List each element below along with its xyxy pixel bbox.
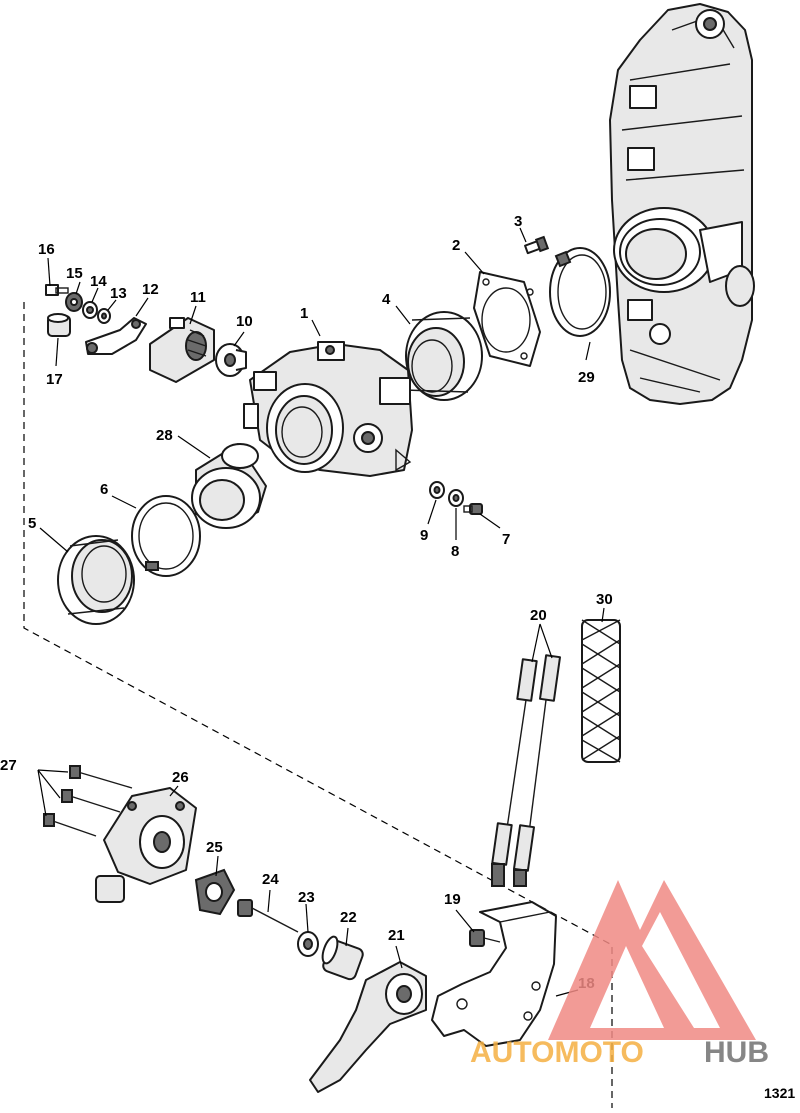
callout-17: 17 — [46, 371, 63, 388]
watermark-triangle-icon — [548, 880, 756, 1040]
part-20-hoses — [491, 654, 561, 887]
part-24-bolt — [237, 899, 299, 933]
part-30-mesh-sleeve — [581, 619, 621, 763]
callout-24: 24 — [262, 871, 279, 888]
callout-15: 15 — [66, 265, 83, 282]
callout-21: 21 — [388, 927, 405, 944]
callout-11: 11 — [190, 289, 206, 306]
callout-7: 7 — [502, 531, 510, 548]
part-1-throttle-body — [243, 341, 413, 477]
part-8-washer — [448, 489, 464, 507]
watermark-text-hub: HUB — [704, 1036, 769, 1069]
callout-13: 13 — [110, 285, 127, 302]
callout-23: 23 — [298, 889, 315, 906]
part-29-clamp — [549, 247, 611, 337]
part-7-screw — [463, 503, 483, 515]
callout-10: 10 — [236, 313, 253, 330]
part-19-bolt — [469, 929, 501, 947]
part-26-actuator — [95, 787, 197, 903]
callout-26: 26 — [172, 769, 189, 786]
callout-8: 8 — [451, 543, 459, 560]
callout-1: 1 — [300, 305, 308, 322]
callout-22: 22 — [340, 909, 357, 926]
callout-27: 27 — [0, 757, 17, 774]
callout-20: 20 — [530, 607, 547, 624]
part-9-washer — [429, 481, 445, 499]
part-5-sleeve — [57, 535, 135, 625]
part-12-lever — [85, 317, 147, 355]
part-15-nut — [65, 292, 83, 312]
leader-lines — [37, 227, 605, 997]
part-10-bushing — [215, 343, 247, 377]
callout-9: 9 — [420, 527, 428, 544]
part-21-throttle-arm — [309, 961, 427, 1093]
callout-12: 12 — [142, 281, 159, 298]
assembly-dashed-lines — [23, 302, 613, 1108]
part-2-gasket — [473, 271, 541, 367]
callout-4: 4 — [382, 291, 391, 308]
figure-number: 1321 — [764, 1085, 795, 1101]
part-13-washer — [97, 308, 111, 324]
part-28-cone — [191, 443, 267, 529]
part-22-spacer — [321, 935, 364, 981]
callout-30: 30 — [596, 591, 613, 608]
watermark-text-automoto: AUTOMOTO — [470, 1036, 644, 1069]
callout-5: 5 — [28, 515, 36, 532]
part-18-bracket — [431, 901, 557, 1047]
part-16-screw — [45, 284, 69, 296]
callout-29: 29 — [578, 369, 595, 386]
part-6-clamp — [131, 495, 201, 577]
part-25-clip — [194, 868, 236, 916]
callout-3: 3 — [514, 213, 522, 230]
callout-6: 6 — [100, 481, 108, 498]
callout-16: 16 — [38, 241, 55, 258]
callout-28: 28 — [156, 427, 173, 444]
callout-19: 19 — [444, 891, 461, 908]
part-4-sleeve — [403, 311, 483, 401]
part-3-screw — [524, 235, 550, 255]
watermark-logo — [548, 880, 756, 1040]
callout-14: 14 — [90, 273, 107, 290]
part-11-linkage — [149, 317, 215, 383]
callout-2: 2 — [452, 237, 460, 254]
part-17-spacer — [47, 313, 71, 337]
part-14-washer — [82, 301, 98, 319]
callout-25: 25 — [206, 839, 223, 856]
part-23-washer — [297, 931, 319, 957]
part-27-screws — [43, 765, 133, 837]
exhaust-manifold — [609, 3, 755, 405]
